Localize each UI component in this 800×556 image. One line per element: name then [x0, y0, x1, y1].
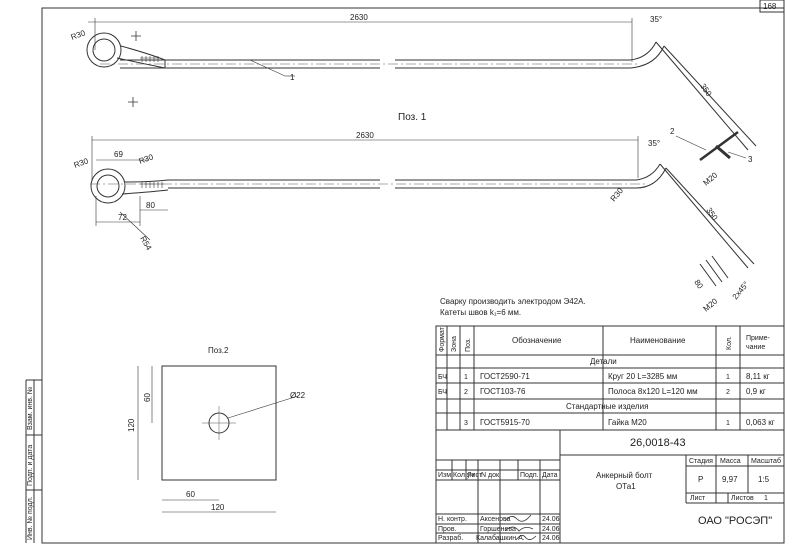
- specification-table: Формат Зона Поз. Обозначение Наименовани…: [435, 325, 785, 431]
- spec-row1-qty: 1: [726, 374, 730, 381]
- title-sheet-label: Лист: [690, 495, 706, 502]
- title-stage-value: Р: [698, 475, 703, 484]
- dim-bottom-r54: R54: [138, 235, 153, 253]
- signature-2: [504, 526, 534, 532]
- sheet-number-box: [759, 0, 785, 13]
- dim-bottom-r30-left: R30: [73, 156, 90, 170]
- dim-bottom-80: 80: [146, 201, 155, 210]
- rev-header-izm: Изм.: [438, 472, 453, 479]
- plate-view: Поз.2 Ø22 120 60 60 120: [127, 346, 306, 513]
- callout-2: 2: [670, 127, 675, 136]
- spec-row3-qty: 1: [726, 420, 730, 427]
- title-block: 26,0018-43 Анкерный болт ОТа1 Стадия Мас…: [435, 429, 785, 544]
- spec-header-qty: Кол.: [726, 336, 733, 350]
- spec-row2-pos: 2: [464, 389, 468, 396]
- title-name-line2: ОТа1: [616, 482, 636, 491]
- dim-top-length: 2630: [350, 13, 368, 22]
- dim-bottom-m20-upper: M20: [702, 170, 720, 187]
- note-welding: Сварку производить электродом Э42А.: [440, 297, 586, 306]
- rev-header-date: Дата: [542, 472, 558, 479]
- signer2-name: Горшенева: [480, 526, 516, 533]
- title-mass-value: 9,97: [722, 475, 738, 484]
- pos1-label: Поз. 1: [398, 112, 427, 123]
- spec-row1-name: Круг 20 L=3285 мм: [608, 372, 677, 381]
- spec-row3-pos: 3: [464, 420, 468, 427]
- signer2-role: Пров.: [438, 526, 457, 533]
- anchor-bolt-top-view: 2630 R30 35° 350 1: [70, 13, 757, 151]
- sheet-number: 168: [763, 2, 777, 11]
- title-sheets-label: Листов: [731, 495, 754, 502]
- plate-hole-diameter: Ø22: [290, 391, 306, 400]
- sheet-frame: [41, 7, 785, 544]
- spec-row2-format: БЧ: [438, 389, 447, 396]
- plate-dim-60-horizontal: 60: [186, 490, 195, 499]
- signer1-name: Аксенова: [480, 516, 511, 523]
- dim-bottom-length: 2630: [356, 131, 374, 140]
- signer3-date: 24.06: [542, 535, 560, 542]
- pos2-label: Поз.2: [208, 346, 229, 355]
- plate-dim-60-vertical: 60: [143, 393, 152, 402]
- title-sheets-value: 1: [764, 495, 768, 502]
- spec-row3-name: Гайка М20: [608, 418, 647, 427]
- spec-row1-pos: 1: [464, 374, 468, 381]
- signer1-date: 24.06: [542, 516, 560, 523]
- dim-bottom-80b: 80: [692, 278, 705, 291]
- signer2-date: 24.06: [542, 526, 560, 533]
- spec-section-standard: Стандартные изделия: [566, 402, 648, 411]
- signature-3: [515, 535, 537, 541]
- title-col-scale: Масштаб: [751, 457, 781, 465]
- callout-1: 1: [290, 73, 295, 82]
- title-code: 26,0018-43: [630, 437, 686, 449]
- rev-header-kol: Кол.уч: [453, 472, 474, 479]
- anchor-bolt-detail-view: 2630 69 R30 R30 80 72 R54 35° R30 350 M2…: [73, 127, 755, 314]
- spec-row1-designation: ГОСТ2590-71: [480, 372, 530, 381]
- signature-1: [504, 514, 532, 522]
- dim-bottom-chamfer: 2x45°: [731, 280, 751, 302]
- dim-top-r30: R30: [70, 28, 87, 42]
- plate-dim-120-horizontal: 120: [211, 503, 225, 512]
- signer1-role: Н. контр.: [438, 516, 467, 523]
- dim-bottom-350: 350: [704, 206, 719, 223]
- spec-row2-designation: ГОСТ103-76: [480, 387, 526, 396]
- rev-header-list: Лист: [467, 472, 483, 479]
- spec-row1-format: БЧ: [438, 374, 447, 381]
- signer3-name: Калабашкин А.: [476, 534, 525, 542]
- side-vzam-inv: Взам. инв. №: [27, 387, 34, 430]
- spec-section-details: Детали: [590, 357, 617, 366]
- spec-header-zone: Зона: [451, 336, 458, 352]
- spec-header-note: Приме-чание: [746, 335, 771, 351]
- dim-bottom-angle: 35°: [648, 139, 660, 148]
- spec-row1-note: 8,11 кг: [746, 372, 770, 381]
- rev-header-doc: N док.: [481, 472, 501, 479]
- dim-bottom-72: 72: [118, 213, 127, 222]
- dim-bottom-69: 69: [114, 150, 123, 159]
- spec-row2-name: Полоса 8х120 L=120 мм: [608, 387, 698, 396]
- dim-top-angle: 35°: [650, 15, 662, 24]
- spec-header-designation: Обозначение: [512, 336, 562, 345]
- rev-header-sign: Подп.: [520, 472, 539, 479]
- note-weld-legs: Катеты швов k₁=6 мм.: [440, 308, 521, 317]
- plate-dim-120-vertical: 120: [127, 418, 136, 432]
- side-strip: Взам. инв. № Подп. и дата Инв. № подл.: [25, 379, 42, 543]
- spec-row3-designation: ГОСТ5915-70: [480, 418, 530, 427]
- signer3-role: Разраб.: [438, 534, 463, 542]
- spec-row2-note: 0,9 кг: [746, 387, 766, 396]
- spec-header-format: Формат: [439, 326, 446, 352]
- side-podp-data: Подп. и дата: [27, 445, 34, 486]
- spec-row2-qty: 2: [726, 389, 730, 396]
- spec-header-name: Наименование: [630, 336, 686, 345]
- title-name-line1: Анкерный болт: [596, 471, 653, 480]
- title-scale-value: 1:5: [758, 475, 770, 484]
- dim-top-350: 350: [698, 82, 713, 99]
- callout-3: 3: [748, 155, 753, 164]
- title-company: ОАО "РОСЭП": [698, 515, 772, 527]
- title-col-stage: Стадия: [689, 458, 713, 465]
- side-inv-podl: Инв. № подл.: [27, 496, 34, 540]
- spec-row3-note: 0,063 кг: [746, 418, 775, 427]
- spec-header-pos: Поз.: [465, 338, 472, 352]
- dim-bottom-r30-right: R30: [138, 152, 155, 166]
- dim-bottom-m20-lower: M20: [702, 296, 720, 313]
- title-col-mass: Масса: [720, 458, 741, 465]
